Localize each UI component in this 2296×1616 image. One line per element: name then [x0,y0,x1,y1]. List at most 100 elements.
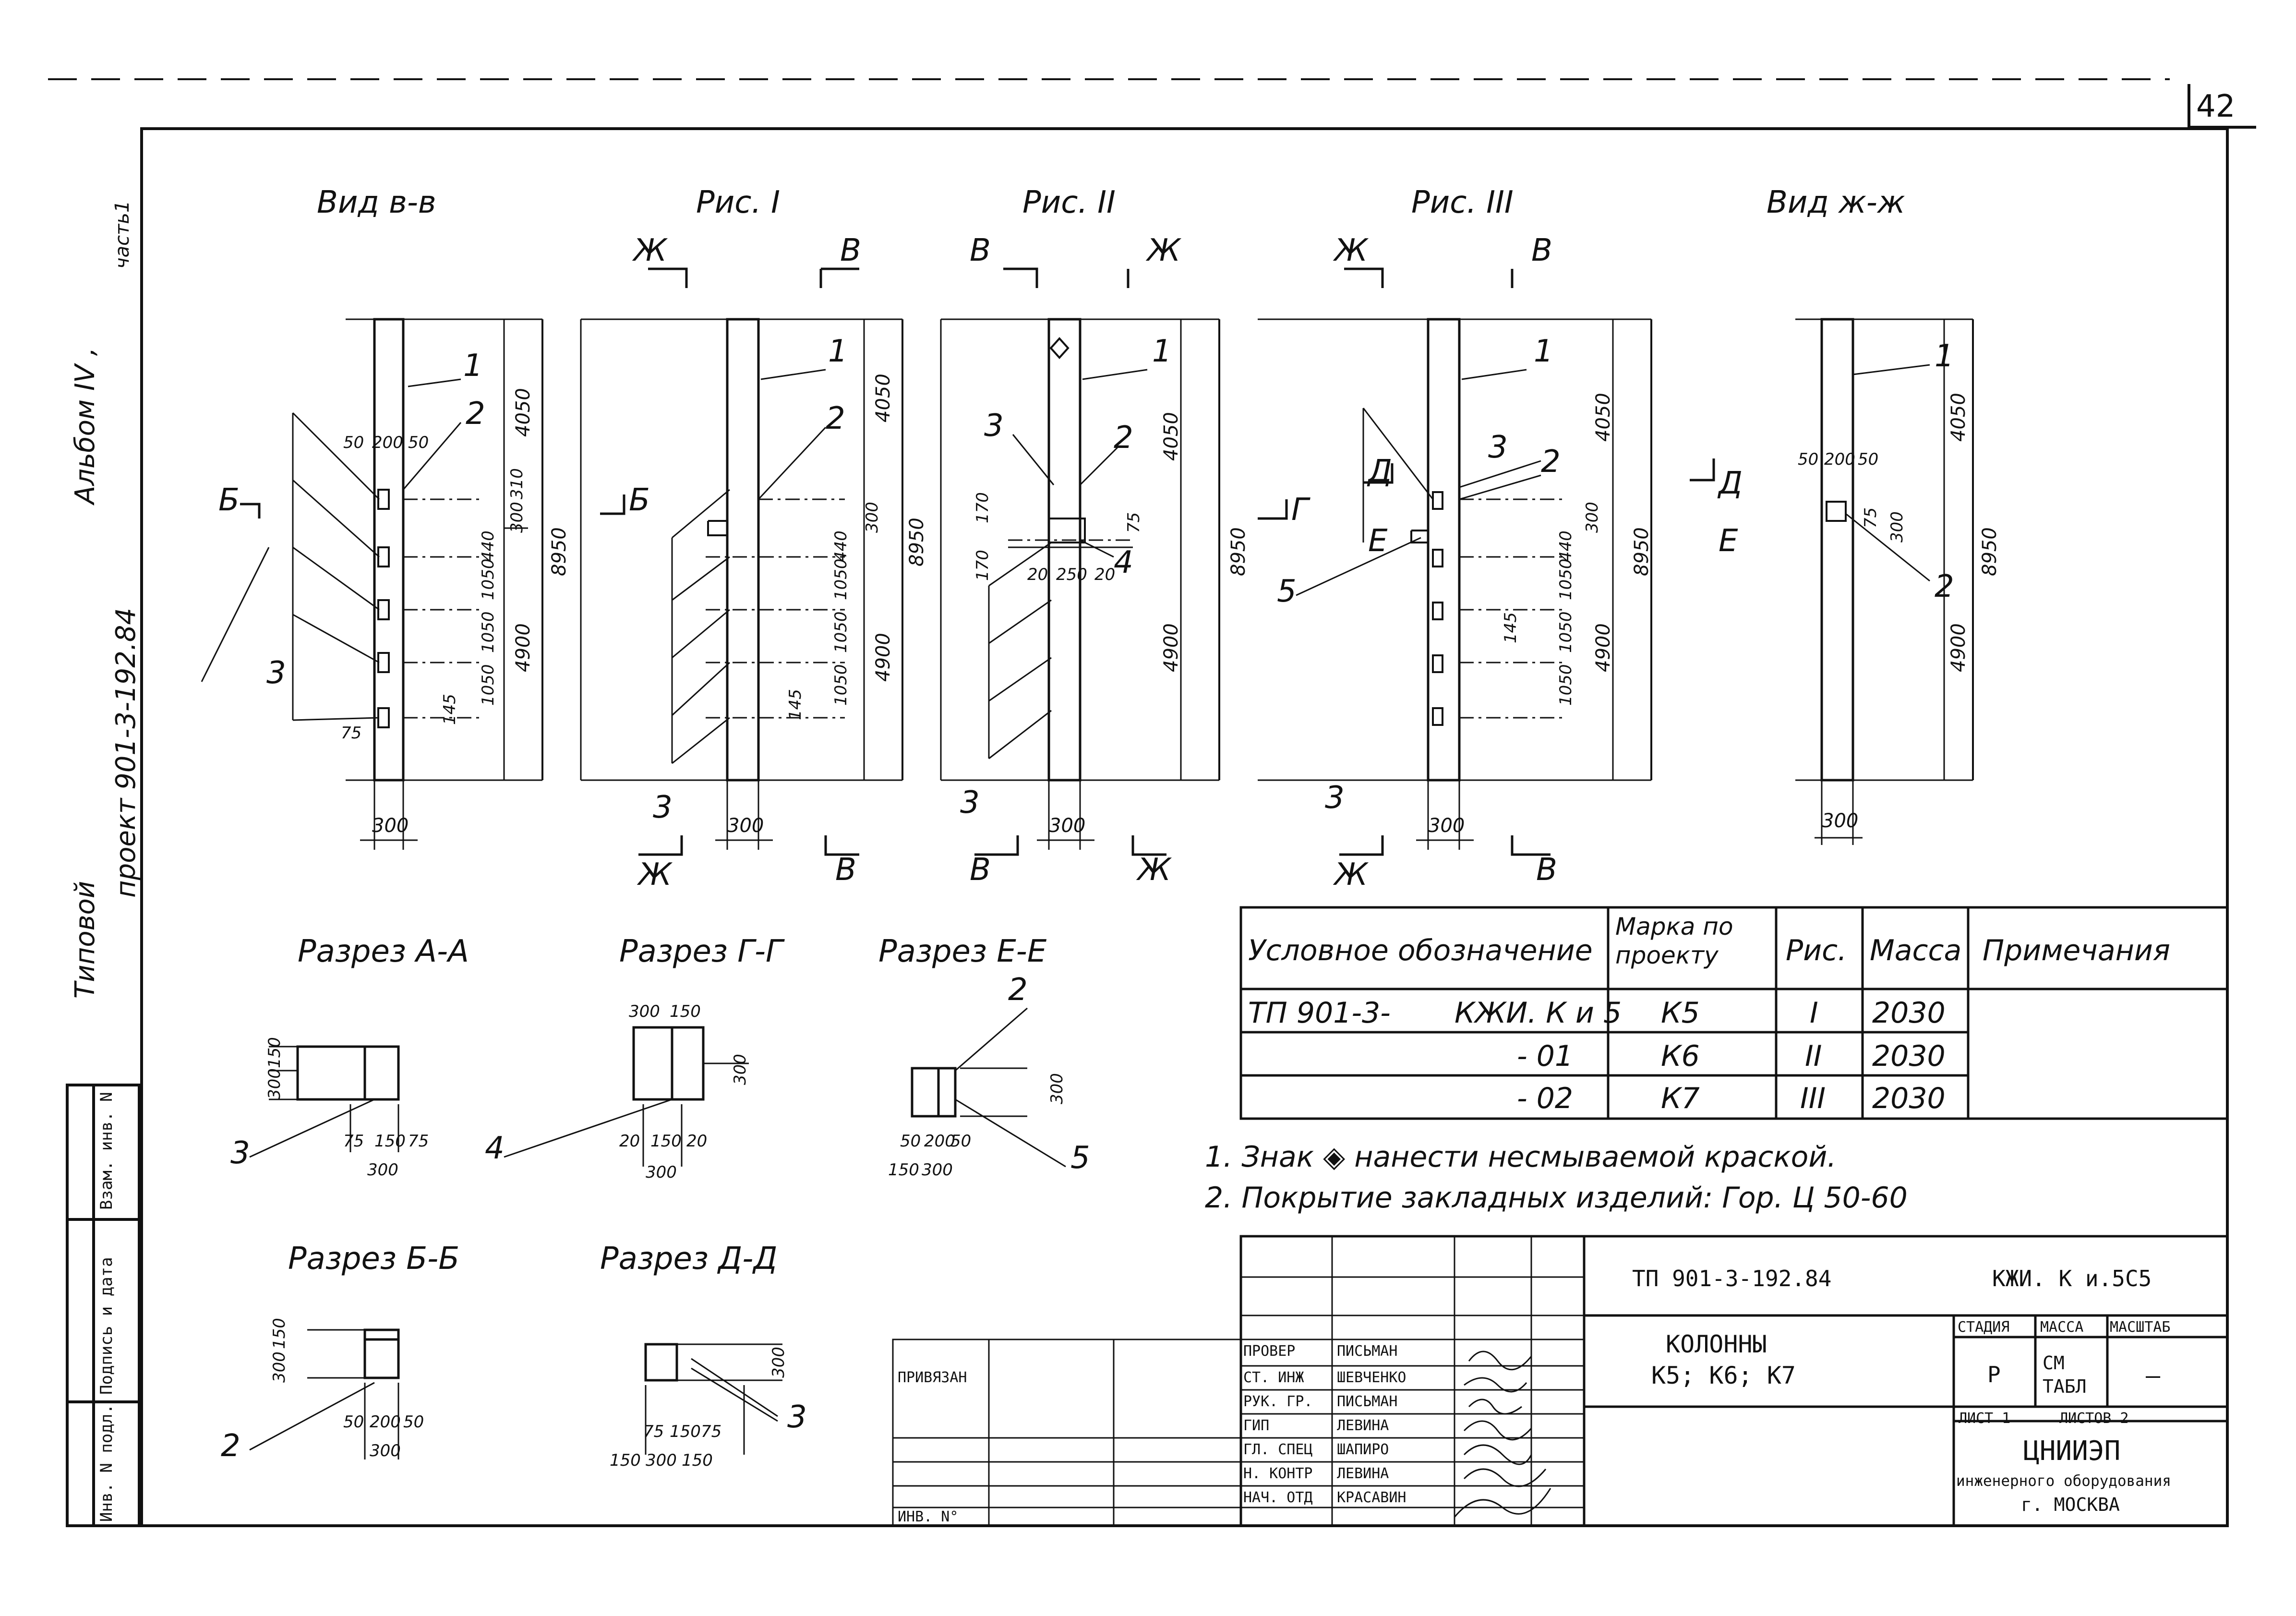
tb-role-5: ГЛ. СПЕЦ [1243,1441,1313,1458]
spec-header-mark: Марка по проекту [1615,913,1733,969]
dim-vv-200: 200 [372,433,403,452]
note-2: 2. Покрытие закладных изделий: Гор. Ц 50… [1205,1181,1908,1215]
callout-3-fig2: 3 [984,408,1004,444]
note-1: 1. Знак ◈ нанести несмываемой краской. [1205,1140,1837,1174]
tb-role-6: Н. КОНТР [1243,1465,1313,1482]
marker-bottom-v-2: В [970,852,991,888]
marker-top-v-2: В [970,233,991,268]
callout-3b-fig2: 3 [960,785,980,820]
tb-doc-code: ТП 901-3-192.84 [1632,1266,1832,1291]
section-dd-dim-75-a: 75 [643,1422,664,1441]
callout-1-fig2: 1 [1152,334,1172,369]
spec-row1-mass: 2030 [1872,996,1946,1030]
side-title-part: часть1 [111,200,133,269]
tb-org-line2: инженерного оборудования [1956,1472,2171,1490]
section-ee-callout-top: 2 [1008,972,1028,1008]
dim-fig1-440: 440 [831,531,851,562]
marker-side-e-2: Е [1719,523,1738,559]
callout-3-vv: 3 [266,655,286,691]
spec-row1-mark: К5 [1661,996,1700,1030]
section-aa-dim-300: 300 [367,1160,398,1180]
marker-bottom-zh-2: Ж [1138,852,1171,888]
section-gg-dim-150: 150 [670,1002,701,1021]
section-bb-dim-300: 300 [370,1441,401,1460]
tb-org-line1: ЦНИИЭП [2023,1435,2121,1467]
tb-sheet: ЛИСТ 1 [1959,1410,2011,1427]
dim-fig1-4900: 4900 [872,633,894,682]
section-ee-dim-200: 200 [924,1132,955,1151]
dim-vv-50-b: 50 [408,433,429,452]
marker-side-b-2: Б [629,482,650,518]
dim-fig2-width: 300 [1049,815,1086,837]
marker-top-v-1: В [840,233,861,268]
callout-4-fig2: 4 [1114,545,1133,580]
callout-2-fig2: 2 [1114,420,1133,456]
spec-row2-designation-b: - 01 [1517,1039,1574,1073]
title-block-grid [892,1235,2229,1527]
dim-fig2-170-b: 170 [973,550,992,581]
section-aa-dim-150: 150 [374,1132,406,1151]
dim-fig3-8950: 8950 [1631,527,1653,576]
dim-zhzh-width: 300 [1822,810,1859,832]
side-title-project: проект 901-3-192.84 [110,608,142,898]
dim-vv-440: 440 [479,531,498,562]
section-title-aa: Разрез А-А [298,934,469,969]
dim-vv-1050-a: 1050 [479,558,498,600]
dim-fig2-75: 75 [1124,512,1143,533]
dim-vv-145: 145 [440,694,459,725]
side-title-album: Альбом IV , [70,347,101,504]
dim-zhzh-200: 200 [1824,450,1855,469]
callout-3-fig3: 3 [1488,430,1508,465]
column-view-zhzh [1795,318,1974,845]
tb-role-3: РУК. ГР. [1243,1393,1313,1410]
spec-row1-fig: I [1810,996,1818,1030]
spec-row2-fig: II [1805,1039,1822,1073]
dim-fig3-width: 300 [1428,815,1465,837]
tb-mass-header: МАССА [2040,1319,2084,1336]
dim-vv-50-a: 50 [343,433,364,452]
dim-fig3-1050-b: 1050 [1556,611,1575,653]
dim-fig3-4050: 4050 [1592,393,1614,442]
callout-1-fig3: 1 [1534,334,1553,369]
marker-side-e-1: Е [1368,523,1388,559]
column-view-fig2 [940,318,1220,850]
dim-vv-4050: 4050 [512,388,534,437]
spec-header-mass: Масса [1870,934,1962,967]
marker-top-zh-1: Ж [634,233,667,268]
section-dd-dim-150-b: 150 [610,1451,641,1470]
view-title-zhzh: Вид ж-ж [1767,185,1905,220]
stamp-signature-date: Подпись и дата [97,1257,116,1395]
section-aa-callout: 3 [230,1135,250,1171]
dim-fig1-width: 300 [727,815,764,837]
section-gg-dim-150b: 150 [650,1132,682,1151]
dim-fig2-20-b: 20 [1094,565,1116,584]
tb-role-1: ПРОВЕР [1243,1343,1296,1360]
tb-role-7: НАЧ. ОТД [1243,1489,1313,1506]
marker-bottom-v-3: В [1536,852,1557,888]
marker-top-zh-3: Ж [1334,233,1368,268]
dim-fig2-170-a: 170 [973,492,992,523]
section-ee-dim-50-a: 50 [900,1132,921,1151]
tb-scale: — [2146,1362,2161,1389]
dim-vv-8950: 8950 [548,527,570,576]
spec-row3-mass: 2030 [1872,1082,1946,1115]
callout-1-fig1: 1 [828,334,848,369]
dim-fig2-20-a: 20 [1027,565,1048,584]
dim-zhzh-4900: 4900 [1947,623,1970,672]
tb-stage: Р [1987,1362,2001,1387]
sheet-number-box [2188,84,2256,129]
spec-row2-mark: К6 [1661,1039,1700,1073]
section-bb-dim-150v: 150 [270,1318,289,1349]
dim-fig2-4900: 4900 [1160,623,1182,672]
binding-stamp [66,1084,141,1527]
section-dd-dim-150-c: 150 [682,1451,713,1470]
section-ee-dim-50-b: 50 [950,1132,972,1151]
section-aa-dim-75-b: 75 [408,1132,429,1151]
section-gg-dim-300b: 300 [646,1163,677,1182]
section-aa-dim-150v: 150 [265,1037,284,1068]
section-gg-dim-300v: 300 [731,1054,750,1085]
marker-top-zh-2: Ж [1147,233,1180,268]
spec-table-grid [1239,906,2229,1120]
dim-fig3-1050-a: 1050 [1556,558,1575,600]
spec-row3-mark: К7 [1661,1082,1700,1115]
